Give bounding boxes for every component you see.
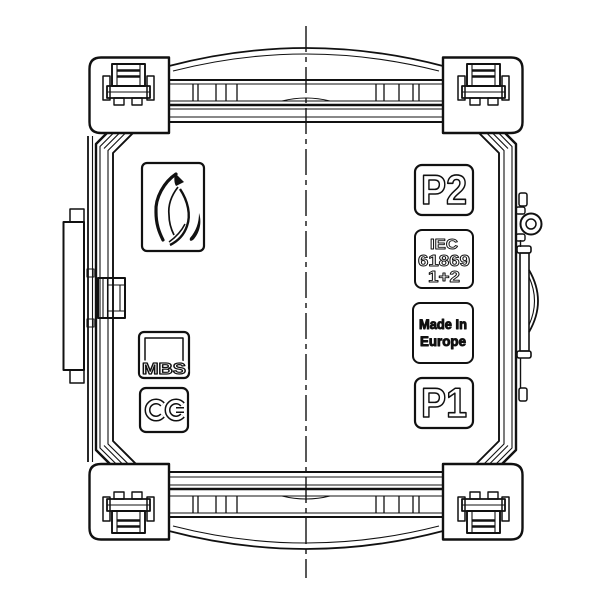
latch-cap-bottom [516, 350, 532, 359]
wall-step [518, 387, 528, 402]
eyelet-tab [515, 233, 526, 242]
wall-step [518, 192, 528, 207]
corner-terminal-top-right [441, 56, 524, 135]
mbs-logo-inner-box [144, 337, 184, 367]
label-iec-frame [414, 229, 474, 289]
mbs-logo-frame [137, 330, 191, 380]
label-p1-text: P1 [421, 379, 467, 426]
bracket-step-top [69, 208, 85, 223]
label-p2: P2 [413, 163, 475, 217]
label-p2-text: P2 [421, 166, 467, 213]
penguin-wing-inner [168, 223, 186, 243]
penguin-logo-frame [140, 161, 206, 253]
sealing-eyelet-icon [519, 212, 543, 236]
right-side-features [515, 192, 543, 402]
corner-terminal-top-left [88, 56, 171, 135]
ce-mark-icon [138, 386, 190, 434]
ce-letter-e-arc-core [166, 400, 184, 420]
face-labels: P2 IEC 61869 1+2 Made In Europe P1 MBS M… [137, 161, 475, 434]
mbs-logo: MBS MBS [137, 330, 191, 381]
bracket-step-bottom [69, 369, 85, 384]
label-iec: IEC 61869 1+2 [414, 229, 474, 289]
corner-terminal-bottom-left [88, 462, 171, 541]
ce-glyphs-inner [146, 400, 184, 420]
label-made-line2: Europe [420, 334, 466, 349]
left-mounting-bracket [62, 136, 126, 462]
penguin-back [154, 172, 178, 242]
label-iec-line3: 1+2 [428, 269, 460, 286]
latch-bulge-outer [528, 269, 539, 333]
label-made-in-europe: Made In Europe [412, 302, 474, 364]
sealing-eyelet-hole [525, 218, 537, 230]
wall-notch [86, 318, 95, 328]
rail-clip [97, 277, 126, 319]
eyelet-tab [515, 206, 526, 215]
latch-bar [519, 252, 530, 352]
label-made-line1: Made In [419, 317, 467, 332]
corner-terminal-bottom-right [441, 462, 524, 541]
label-made-frame [412, 302, 474, 364]
latch-bulge-inner [528, 276, 536, 326]
label-p1-frame [413, 376, 475, 430]
label-iec-line2: 61869 [418, 253, 470, 270]
latch-cap-top [516, 245, 532, 254]
label-iec-line1: IEC [430, 237, 459, 253]
penguin-beak [174, 173, 184, 186]
penguin-logo [140, 161, 206, 253]
penguin-wing [169, 188, 190, 247]
bracket-body [62, 221, 85, 371]
ce-letter-c-core [146, 400, 164, 420]
label-p1: P1 [413, 376, 475, 430]
penguin-tail [189, 213, 201, 241]
label-p2-frame [413, 163, 475, 217]
mbs-text: MBS [142, 361, 186, 378]
penguin-belly [167, 186, 179, 236]
mbs-text-halo: MBS [142, 361, 186, 378]
ce-mark-frame [138, 386, 190, 434]
wall-notch [86, 268, 95, 278]
